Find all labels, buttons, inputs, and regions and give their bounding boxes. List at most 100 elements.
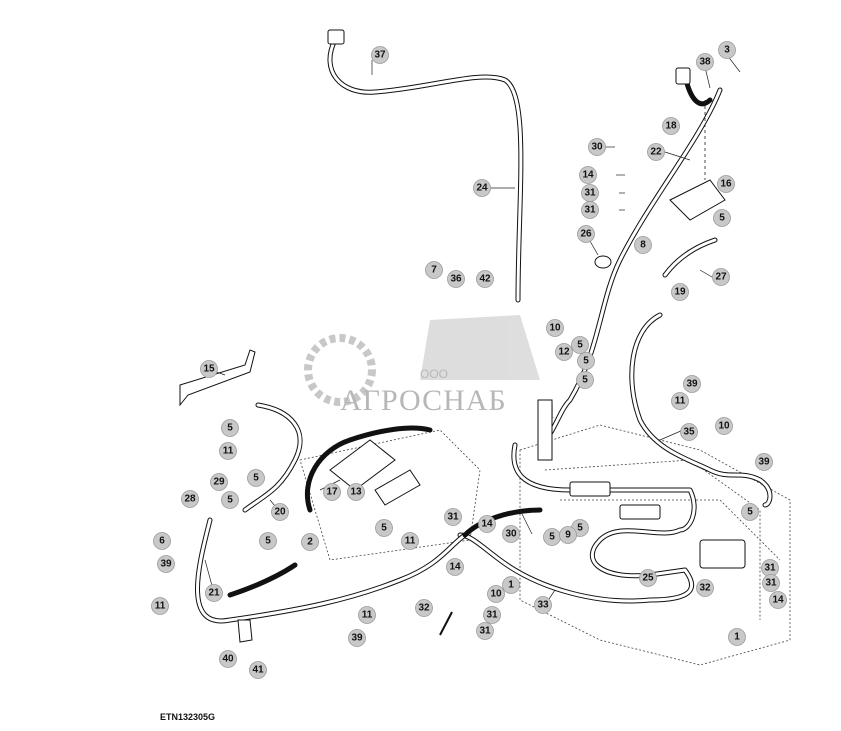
callout-5: 5 <box>571 336 589 354</box>
clip-40 <box>237 619 253 643</box>
callout-35: 35 <box>680 423 698 441</box>
callout-label: 42 <box>479 274 491 285</box>
callout-label: 31 <box>765 578 777 589</box>
callout-1: 1 <box>728 628 746 646</box>
callout-label: 3 <box>724 45 730 56</box>
callout-label: 5 <box>577 340 583 351</box>
callout-label: 35 <box>683 427 695 438</box>
callout-3: 3 <box>718 41 736 59</box>
callout-label: 22 <box>650 147 662 158</box>
callout-label: 39 <box>351 633 363 644</box>
callout-label: 7 <box>431 265 437 276</box>
callout-label: 11 <box>362 610 373 621</box>
callout-42: 42 <box>476 270 494 288</box>
callout-label: 26 <box>580 229 592 240</box>
callout-label: 15 <box>203 364 215 375</box>
callout-11: 11 <box>151 597 169 615</box>
callout-label: 25 <box>642 573 654 584</box>
callout-label: 32 <box>418 603 430 614</box>
callout-36: 36 <box>447 270 465 288</box>
callout-14: 14 <box>769 591 787 609</box>
callout-label: 38 <box>699 57 711 68</box>
callout-label: 5 <box>747 507 753 518</box>
callout-label: 5 <box>253 473 259 484</box>
callout-label: 39 <box>758 457 770 468</box>
callout-label: 10 <box>490 589 502 600</box>
callout-11: 11 <box>219 442 237 460</box>
callout-38: 38 <box>696 53 714 71</box>
callout-1: 1 <box>502 576 520 594</box>
callout-29: 29 <box>210 473 228 491</box>
watermark-small: ООО <box>420 367 448 381</box>
figure-id: ETN132305G <box>160 712 216 722</box>
callout-15: 15 <box>200 360 218 378</box>
callout-label: 10 <box>549 323 561 334</box>
bracket-16 <box>669 100 726 221</box>
callout-7: 7 <box>425 261 443 279</box>
callout-label: 10 <box>718 421 730 432</box>
callout-label: 27 <box>715 272 727 283</box>
harness-24 <box>327 29 524 303</box>
callout-22: 22 <box>647 143 665 161</box>
callout-5: 5 <box>741 503 759 521</box>
callout-14: 14 <box>446 558 464 576</box>
callout-label: 13 <box>350 487 362 498</box>
callout-label: 11 <box>405 536 416 547</box>
callout-31: 31 <box>444 508 462 526</box>
callout-5: 5 <box>221 491 239 509</box>
callout-32: 32 <box>696 579 714 597</box>
callout-label: 5 <box>582 375 588 386</box>
callout-10: 10 <box>715 417 733 435</box>
callout-40: 40 <box>219 650 237 668</box>
callout-8: 8 <box>634 236 652 254</box>
callout-31: 31 <box>476 622 494 640</box>
callout-label: 32 <box>699 583 711 594</box>
callout-31: 31 <box>581 201 599 219</box>
callout-5: 5 <box>543 528 561 546</box>
callout-11: 11 <box>358 606 376 624</box>
engine-outline <box>299 424 791 666</box>
callout-label: 31 <box>479 626 491 637</box>
callout-label: 5 <box>583 356 589 367</box>
callout-33: 33 <box>534 596 552 614</box>
callout-label: 17 <box>326 487 338 498</box>
bracket-17 <box>329 439 421 506</box>
callout-label: 40 <box>222 654 234 665</box>
callout-label: 12 <box>558 347 570 358</box>
callout-label: 20 <box>274 507 286 518</box>
callout-5: 5 <box>221 419 239 437</box>
callout-label: 31 <box>486 610 498 621</box>
callout-24: 24 <box>473 179 491 197</box>
callout-label: 11 <box>223 446 234 457</box>
callout-label: 5 <box>227 423 233 434</box>
callout-label: 16 <box>720 179 732 190</box>
callout-label: 30 <box>505 529 517 540</box>
callout-label: 5 <box>381 523 387 534</box>
callout-label: 19 <box>674 287 686 298</box>
bracket-15 <box>179 349 256 407</box>
callout-label: 14 <box>772 595 784 606</box>
callout-26: 26 <box>577 225 595 243</box>
callout-31: 31 <box>483 606 501 624</box>
callout-label: 36 <box>450 274 462 285</box>
callout-label: 1 <box>734 632 740 643</box>
callout-label: 8 <box>640 240 646 251</box>
harness-22 <box>542 67 723 443</box>
callout-label: 5 <box>549 532 555 543</box>
callout-label: 39 <box>160 559 172 570</box>
callout-label: 30 <box>591 142 603 153</box>
callout-label: 31 <box>764 563 776 574</box>
callout-27: 27 <box>712 268 730 286</box>
callout-10: 10 <box>487 585 505 603</box>
callout-label: 5 <box>227 495 233 506</box>
callout-30: 30 <box>502 525 520 543</box>
callout-label: 24 <box>476 183 488 194</box>
callout-label: 18 <box>665 121 677 132</box>
callout-31: 31 <box>761 559 779 577</box>
callout-label: 14 <box>582 170 594 181</box>
callout-17: 17 <box>323 483 341 501</box>
callout-label: 14 <box>481 519 493 530</box>
callout-label: 5 <box>265 536 271 547</box>
watermark-main: АГРОСНАБ <box>340 384 507 417</box>
callout-label: 33 <box>537 600 549 611</box>
